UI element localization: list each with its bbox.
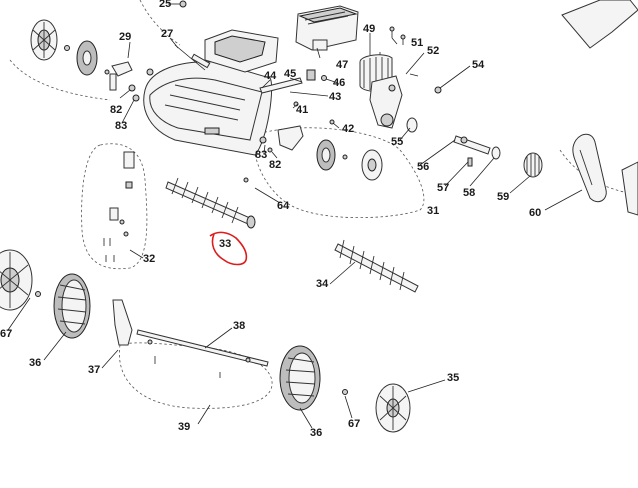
part-32-hardware [103,151,135,262]
label-59: 59 [497,191,509,203]
top-right-cover [561,0,638,49]
part-59-pulley [523,152,543,178]
part-52-gearbox-cover [369,75,403,129]
label-27: 27 [161,28,173,40]
part-25 [179,0,187,8]
label-31: 31 [427,205,439,217]
mower-housing [143,61,273,156]
part-35-hubcap [375,383,411,433]
part-82-left [128,84,136,92]
label-34: 34 [316,278,329,290]
small-rear-wheel [316,139,336,171]
part-67-right [342,389,348,395]
part-83-82-right [259,125,304,153]
part-57-key [467,157,473,167]
nut [104,69,110,75]
label-58: 58 [463,187,475,199]
part-38-axle [136,329,269,378]
left-rear-wheel [53,273,91,339]
label-67-left: 67 [0,328,12,340]
left-hubcap [0,249,33,311]
washer [64,45,70,51]
label-37: 37 [88,364,100,376]
label-35: 35 [447,372,459,384]
label-55: 55 [391,136,403,148]
part-60-belt [572,133,607,203]
part-29-bracket [109,61,154,91]
part-labels: 25 29 27 49 51 52 47 54 44 45 46 43 82 4… [0,0,541,439]
label-25: 25 [159,0,171,10]
group-outline-right [559,149,638,196]
battery [295,5,359,51]
label-39: 39 [178,421,190,433]
label-56: 56 [417,161,429,173]
label-64: 64 [277,200,290,212]
label-33: 33 [219,238,231,250]
group-outline-32 [81,143,148,270]
label-32: 32 [143,253,155,265]
label-36-right: 36 [310,427,322,439]
label-82-left: 82 [110,104,122,116]
group-outline-31 [253,127,425,219]
label-44: 44 [264,70,277,82]
part-64-scarifier-shaft [165,177,256,229]
label-46: 46 [333,77,345,89]
label-83-right: 83 [255,149,267,161]
label-51: 51 [411,37,423,49]
part-44-lever [259,77,303,94]
upper-left-hubcap [30,19,58,61]
leader-lines [7,3,583,429]
washer-3 [35,291,41,297]
screw-set [379,26,419,77]
label-54: 54 [472,59,485,71]
label-29: 29 [119,31,131,43]
label-38: 38 [233,320,245,332]
label-60: 60 [529,207,541,219]
part-58-bearing [491,146,501,160]
front-right-wheel [279,345,321,411]
part-37-bracket [112,299,133,346]
part-34-aerator-roller [334,239,419,293]
upper-left-wheel [76,40,98,76]
label-52: 52 [427,45,439,57]
label-43: 43 [329,91,341,103]
part-47-label [312,39,328,51]
label-67-right: 67 [348,418,360,430]
group-outline-39 [118,342,273,409]
label-36-left: 36 [29,357,41,369]
label-83-left: 83 [115,120,127,132]
red-highlight-circle [209,231,248,266]
small-rear-hubcap [361,149,383,181]
label-42: 42 [342,123,354,135]
label-41: 41 [296,104,308,116]
part-64-pin [243,177,249,183]
part-45-46 [306,69,327,81]
part-56-shaft [453,135,491,155]
label-45: 45 [284,68,296,80]
part-83-left [132,94,140,102]
label-82-right: 82 [269,159,281,171]
battery-tray [204,29,279,73]
washer-2 [342,154,348,160]
label-57: 57 [437,182,449,194]
right-cover [621,161,638,216]
label-47: 47 [336,59,348,71]
group-outline-upper-left [9,0,181,101]
label-49: 49 [363,23,375,35]
part-27-rod [174,44,211,71]
part-54-screw [434,86,442,94]
